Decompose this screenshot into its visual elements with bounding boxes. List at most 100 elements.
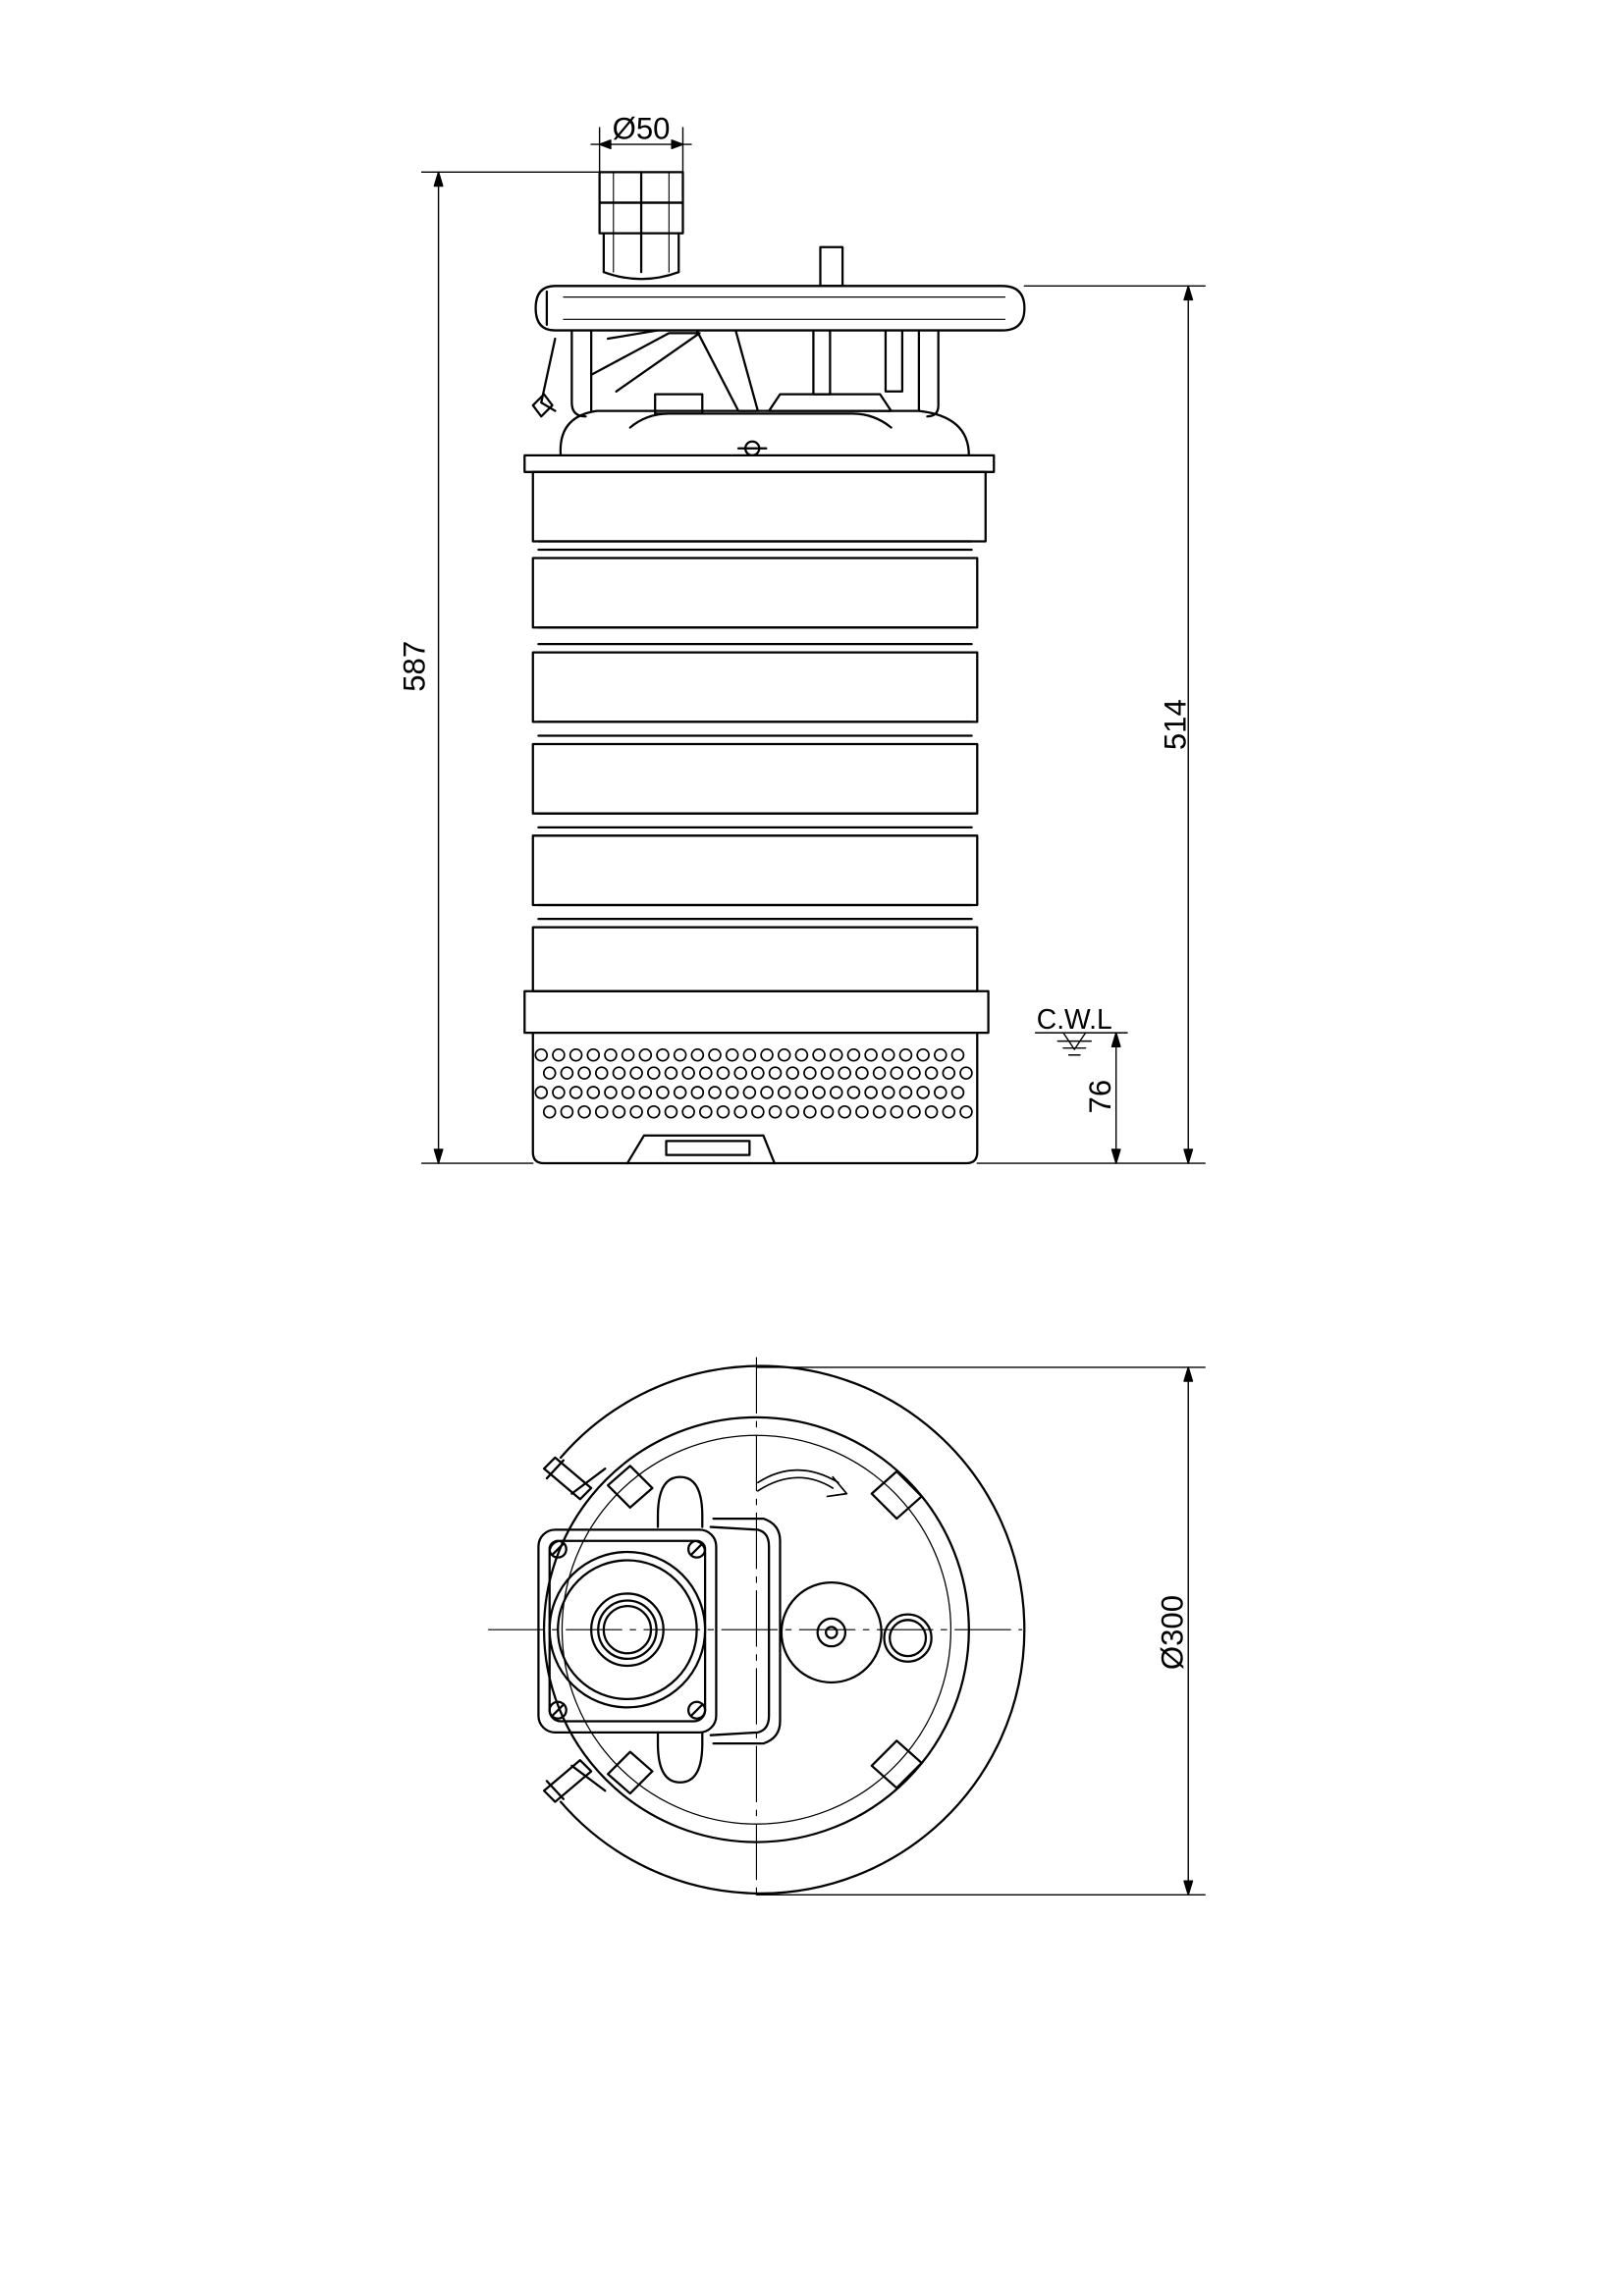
strainer-hole <box>629 1104 643 1119</box>
strainer-hole <box>664 1066 678 1080</box>
motor-body <box>523 454 996 1035</box>
strainer-hole <box>552 1047 566 1062</box>
strainer-hole <box>716 1066 731 1080</box>
strainer-hole <box>785 1104 799 1119</box>
strainer-hole <box>890 1066 904 1080</box>
handle-frame <box>531 329 940 418</box>
dim-cwl-height <box>1034 1032 1128 1164</box>
center-lines <box>487 1357 1023 1902</box>
strainer-hole <box>934 1047 947 1062</box>
strainer-hole <box>690 1086 705 1099</box>
strainer-hole <box>577 1104 591 1119</box>
strainer-hole <box>855 1104 869 1119</box>
dim-top-diameter <box>755 1366 1206 1896</box>
strainer-hole <box>629 1066 643 1080</box>
strainer-hole <box>725 1086 739 1099</box>
rotation-arrow <box>756 1468 839 1484</box>
strainer-hole <box>699 1104 713 1119</box>
strainer-hole <box>768 1104 783 1119</box>
strainer-hole <box>604 1086 618 1099</box>
strainer-hole <box>881 1047 895 1062</box>
strainer-hole <box>916 1086 930 1099</box>
strainer-hole <box>890 1104 904 1119</box>
handle-grips <box>542 1456 607 1803</box>
strainer-hole <box>612 1066 626 1080</box>
strainer-hole <box>760 1086 774 1099</box>
strainer-hole <box>534 1047 549 1062</box>
top-diameter-label: Ø300 <box>1156 1595 1190 1670</box>
strainer-hole <box>820 1066 835 1080</box>
strainer-hole <box>586 1086 601 1099</box>
strainer-hole <box>621 1086 635 1099</box>
strainer-hole <box>586 1047 601 1062</box>
strainer-hole <box>681 1066 695 1080</box>
strainer-hole <box>820 1104 835 1119</box>
strainer-hole <box>560 1066 574 1080</box>
strainer-hole <box>924 1104 939 1119</box>
strainer-hole <box>812 1086 826 1099</box>
strainer-hole <box>716 1104 731 1119</box>
strainer-hole <box>534 1086 549 1099</box>
strainer-hole <box>646 1066 661 1080</box>
strainer-hole <box>751 1066 765 1080</box>
strainer-hole <box>742 1086 757 1099</box>
strainer-hole <box>812 1047 826 1062</box>
strainer-hole <box>872 1066 887 1080</box>
strainer-hole <box>942 1066 956 1080</box>
strainer-hole <box>829 1086 843 1099</box>
outlet-connector <box>598 171 684 281</box>
strainer-hole <box>838 1104 852 1119</box>
legs <box>606 1465 923 1795</box>
dim-overall-height <box>420 171 601 1164</box>
strainer-hole <box>656 1086 670 1099</box>
strainer-hole <box>542 1066 557 1080</box>
strainer-hole <box>959 1104 973 1119</box>
strainer-hole <box>907 1066 921 1080</box>
strainer-hole <box>594 1066 609 1080</box>
top-view <box>487 1357 1206 1902</box>
strainer-hole <box>864 1086 878 1099</box>
strainer-hole <box>568 1047 583 1062</box>
strainer-hole <box>768 1066 783 1080</box>
strainer-hole <box>638 1086 653 1099</box>
strainer-hole <box>673 1047 687 1062</box>
strainer-hole <box>664 1104 678 1119</box>
strainer-hole <box>846 1047 861 1062</box>
strainer-hole <box>950 1047 965 1062</box>
strainer-hole <box>621 1047 635 1062</box>
strainer-hole <box>577 1066 591 1080</box>
strainer-hole <box>803 1104 817 1119</box>
side-view <box>420 127 1206 1165</box>
strainer-hole <box>751 1104 765 1119</box>
strainer-hole <box>881 1086 895 1099</box>
strainer-hole <box>673 1086 687 1099</box>
strainer-hole <box>560 1104 574 1119</box>
strainer-hole <box>542 1104 557 1119</box>
strainer-hole <box>872 1104 887 1119</box>
strainer-hole <box>733 1104 747 1119</box>
handle-height-label: 514 <box>1158 699 1192 750</box>
strainer-hole <box>846 1086 861 1099</box>
strainer-hole <box>916 1047 930 1062</box>
cable-stub <box>819 245 844 288</box>
dim-handle-height <box>976 285 1206 1164</box>
strainer-hole <box>708 1047 722 1062</box>
strainer-hole <box>829 1047 843 1062</box>
strainer-hole <box>690 1047 705 1062</box>
strainer <box>531 1031 979 1165</box>
cable-entry <box>780 1580 933 1684</box>
strainer-hole <box>898 1047 913 1062</box>
strainer-hole <box>924 1066 939 1080</box>
strainer-hole <box>568 1086 583 1099</box>
strainer-hole <box>638 1047 653 1062</box>
strainer-hole <box>950 1086 965 1099</box>
strainer-hole <box>552 1086 566 1099</box>
strainer-hole <box>699 1066 713 1080</box>
strainer-hole <box>646 1104 661 1119</box>
strainer-hole <box>942 1104 956 1119</box>
strainer-hole <box>785 1066 799 1080</box>
strainer-hole <box>681 1104 695 1119</box>
handle-bar <box>534 285 1026 332</box>
strainer-hole <box>656 1047 670 1062</box>
strainer-hole <box>907 1104 921 1119</box>
